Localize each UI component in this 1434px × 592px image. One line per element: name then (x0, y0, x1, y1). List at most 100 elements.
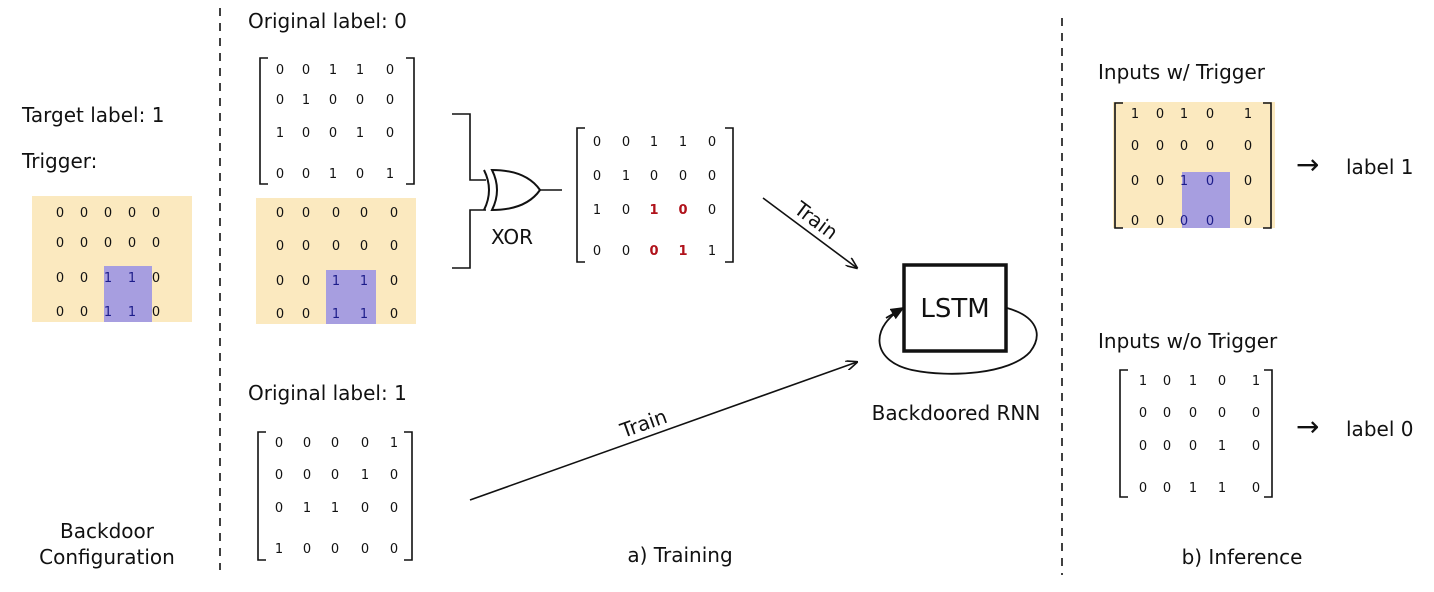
matrix-cell: 0 (390, 468, 398, 483)
with-trigger-arrow-icon: → (1296, 148, 1319, 181)
trigger-label: Trigger: (21, 149, 97, 173)
matrix-cell: 0 (276, 274, 284, 289)
matrix-cell: 1 (1189, 481, 1197, 496)
matrix-bracket-right (1263, 102, 1272, 229)
training-caption: a) Training (627, 543, 732, 567)
xor-label: XOR (491, 225, 533, 249)
matrix-cell: 0 (152, 305, 160, 320)
matrix-cell: 0 (1218, 374, 1226, 389)
matrix-cell: 0 (1180, 214, 1188, 229)
original-label-0: Original label: 0 (248, 9, 407, 33)
matrix-cell: 1 (356, 63, 364, 78)
matrix-cell: 0 (1218, 406, 1226, 421)
matrix-cell: 0 (622, 244, 630, 259)
matrix-cell: 0 (390, 307, 398, 322)
matrix-cell: 0 (1244, 214, 1252, 229)
matrix-cell: 0 (303, 468, 311, 483)
matrix-cell: 1 (356, 126, 364, 141)
matrix-cell: 0 (56, 206, 64, 221)
matrix-cell: 0 (302, 167, 310, 182)
matrix-cell: 0 (1156, 107, 1164, 122)
matrix-cell: 1 (1252, 374, 1260, 389)
matrix-cell: 0 (275, 501, 283, 516)
lstm-box (902, 263, 1008, 353)
matrix-cell: 0 (622, 135, 630, 150)
matrix-cell: 0 (104, 236, 112, 251)
matrix-cell: 0 (1131, 174, 1139, 189)
matrix-cell: 0 (80, 305, 88, 320)
matrix-cell: 0 (1139, 481, 1147, 496)
matrix-cell: 0 (80, 206, 88, 221)
matrix-cell: 0 (1131, 214, 1139, 229)
matrix-cell: 0 (1252, 406, 1260, 421)
trigger-patch (326, 270, 376, 324)
matrix-cell: 0 (302, 307, 310, 322)
matrix-cell: 0 (275, 468, 283, 483)
matrix-cell: 0 (593, 135, 601, 150)
matrix-cell: 0 (80, 271, 88, 286)
matrix-cell: 1 (361, 468, 369, 483)
matrix-cell: 0 (386, 93, 394, 108)
matrix-cell: 0 (128, 236, 136, 251)
matrix-cell: 0 (650, 169, 658, 184)
matrix-cell: 0 (56, 271, 64, 286)
matrix-cell: 0 (390, 501, 398, 516)
matrix-cell: 0 (649, 244, 658, 259)
matrix-cell: 0 (1163, 439, 1171, 454)
matrix-cell: 1 (622, 169, 630, 184)
matrix-cell: 0 (128, 206, 136, 221)
matrix-bracket-left (1114, 102, 1123, 229)
matrix-cell: 0 (302, 126, 310, 141)
matrix-cell: 1 (1244, 107, 1252, 122)
matrix-cell: 0 (593, 244, 601, 259)
matrix-cell: 0 (1206, 107, 1214, 122)
matrix-cell: 1 (649, 203, 658, 218)
matrix-cell: 1 (1218, 481, 1226, 496)
matrix-cell: 1 (650, 135, 658, 150)
matrix-cell: 0 (390, 274, 398, 289)
matrix-cell: 0 (329, 93, 337, 108)
backdoored-rnn-caption: Backdoored RNN (872, 401, 1041, 425)
matrix-cell: 1 (104, 271, 112, 286)
matrix-cell: 0 (1252, 481, 1260, 496)
matrix-bracket-right (725, 127, 734, 263)
matrix-cell: 0 (386, 126, 394, 141)
matrix-cell: 1 (708, 244, 716, 259)
matrix-cell: 0 (386, 63, 394, 78)
matrix-cell: 0 (302, 63, 310, 78)
matrix-cell: 0 (361, 501, 369, 516)
matrix-cell: 0 (302, 274, 310, 289)
matrix-cell: 0 (1156, 139, 1164, 154)
matrix-cell: 0 (1139, 439, 1147, 454)
matrix-cell: 1 (386, 167, 394, 182)
lstm-loop-arrowhead-icon (885, 306, 905, 320)
matrix-cell: 0 (1244, 174, 1252, 189)
matrix-cell: 0 (1163, 406, 1171, 421)
matrix-cell: 0 (303, 436, 311, 451)
xor-input-top-brace (452, 113, 486, 181)
matrix-cell: 0 (331, 436, 339, 451)
config-caption-line2: Configuration (39, 545, 175, 569)
matrix-cell: 1 (1131, 107, 1139, 122)
matrix-cell: 0 (708, 203, 716, 218)
matrix-bracket-right (404, 431, 413, 561)
matrix-bracket-left (259, 57, 268, 185)
matrix-cell: 0 (1156, 214, 1164, 229)
matrix-bracket-left (576, 127, 585, 263)
matrix-cell: 1 (1189, 374, 1197, 389)
matrix-cell: 0 (1206, 174, 1214, 189)
matrix-cell: 0 (1252, 439, 1260, 454)
matrix-cell: 0 (276, 63, 284, 78)
train-arrow-top (762, 197, 857, 268)
matrix-cell: 0 (276, 307, 284, 322)
train-label-bottom: Train (616, 404, 670, 443)
matrix-bracket-left (257, 431, 266, 561)
matrix-cell: 0 (332, 239, 340, 254)
lstm-label: LSTM (920, 294, 989, 324)
matrix-cell: 0 (1189, 406, 1197, 421)
matrix-cell: 1 (332, 307, 340, 322)
